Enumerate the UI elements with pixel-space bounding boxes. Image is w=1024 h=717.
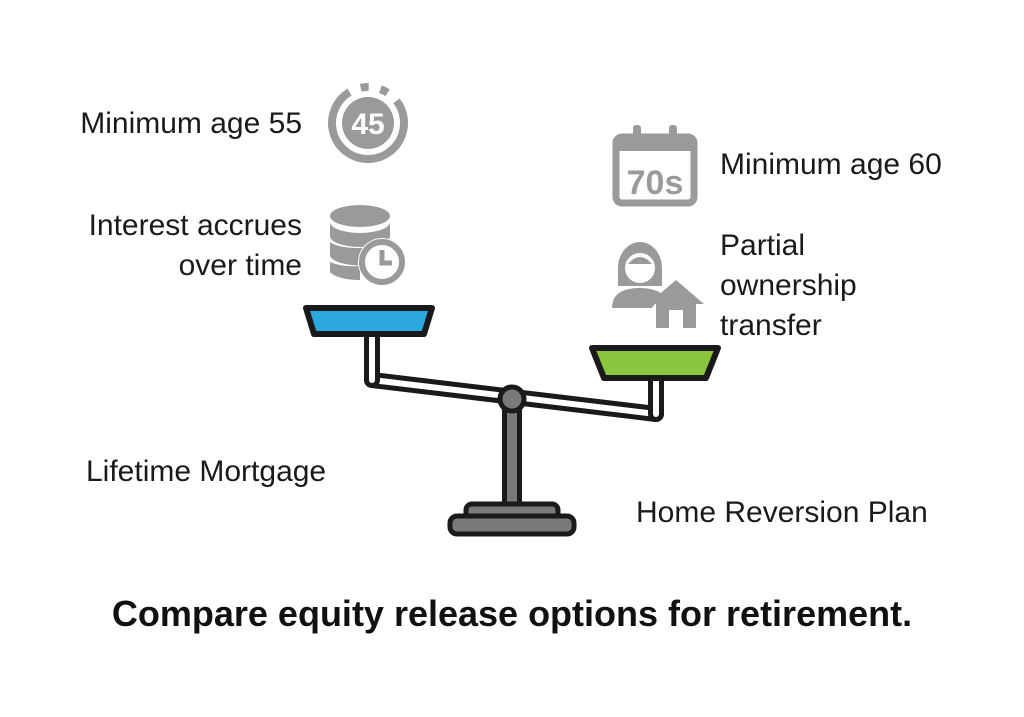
age-45-badge-icon: 45 <box>328 83 408 163</box>
person-house-icon <box>612 242 704 328</box>
right-feature-ownership: Partial ownership transfer <box>720 229 857 342</box>
coins-clock-icon <box>330 205 406 286</box>
age-45-text: 45 <box>351 108 384 141</box>
left-feature-min-age: Minimum age 55 <box>80 107 302 140</box>
left-feature-interest: Interest accrues over time <box>88 209 302 282</box>
balance-scale <box>364 328 664 537</box>
left-pan-blue <box>303 305 435 337</box>
calendar-70s-icon: 70s <box>612 125 698 207</box>
right-feature-min-age: Minimum age 60 <box>720 148 942 181</box>
diagram-title: Compare equity release options for retir… <box>111 593 913 634</box>
calendar-70s-text: 70s <box>627 164 684 202</box>
right-pan-green <box>589 345 721 381</box>
left-option-name: Lifetime Mortgage <box>86 455 327 488</box>
right-option-name: Home Reversion Plan <box>636 496 928 529</box>
